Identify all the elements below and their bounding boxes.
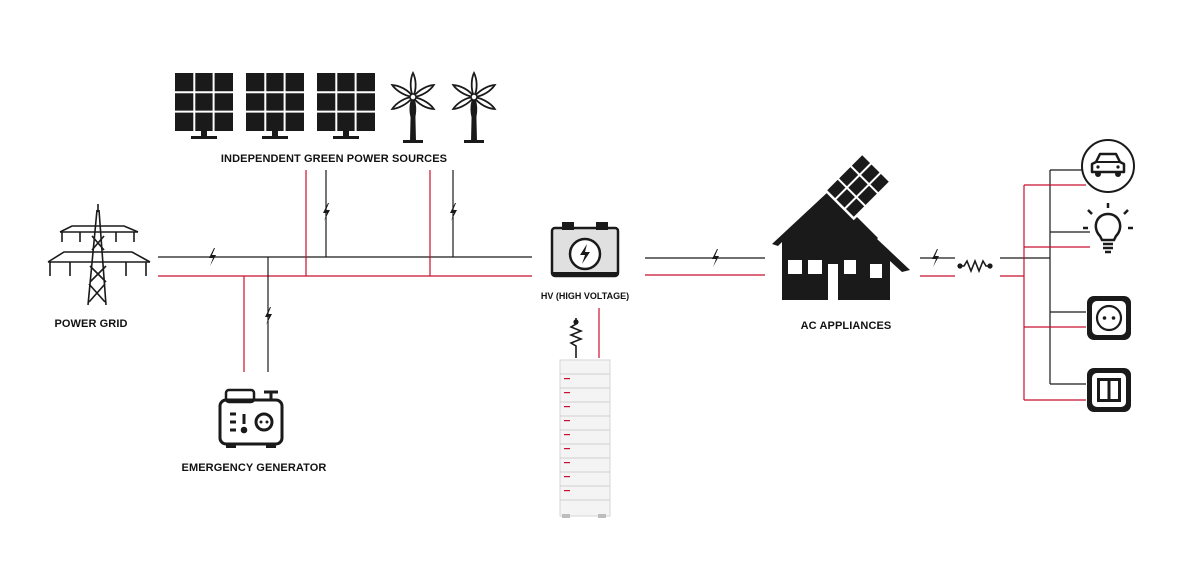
lightbulb-icon	[1083, 203, 1133, 254]
house-solar-icon	[772, 151, 910, 300]
green-sources-label: INDEPENDENT GREEN POWER SOURCES	[221, 153, 447, 165]
solar-panel-icon	[317, 73, 375, 139]
resistor-icon	[568, 318, 584, 358]
ac-appliances-label: AC APPLIANCES	[801, 320, 892, 332]
solar-panel-icon	[246, 73, 304, 139]
battery-rack-icon	[559, 359, 611, 518]
power-tower-icon	[47, 204, 151, 306]
wind-turbine-icon	[451, 70, 497, 143]
solar-panel-icon	[175, 73, 233, 139]
hv-label: HV (HIGH VOLTAGE)	[541, 291, 629, 301]
resistor-icon	[957, 258, 993, 274]
power-grid-label: POWER GRID	[54, 318, 127, 330]
connection-lines	[158, 169, 1090, 401]
generator-icon	[218, 388, 284, 448]
inverter-icon	[550, 222, 620, 278]
wind-turbine-icon	[390, 70, 436, 143]
car-icon	[1081, 139, 1135, 193]
emergency-generator-label: EMERGENCY GENERATOR	[182, 462, 327, 474]
light-switch-icon	[1087, 368, 1131, 412]
power-socket-icon	[1087, 296, 1131, 340]
